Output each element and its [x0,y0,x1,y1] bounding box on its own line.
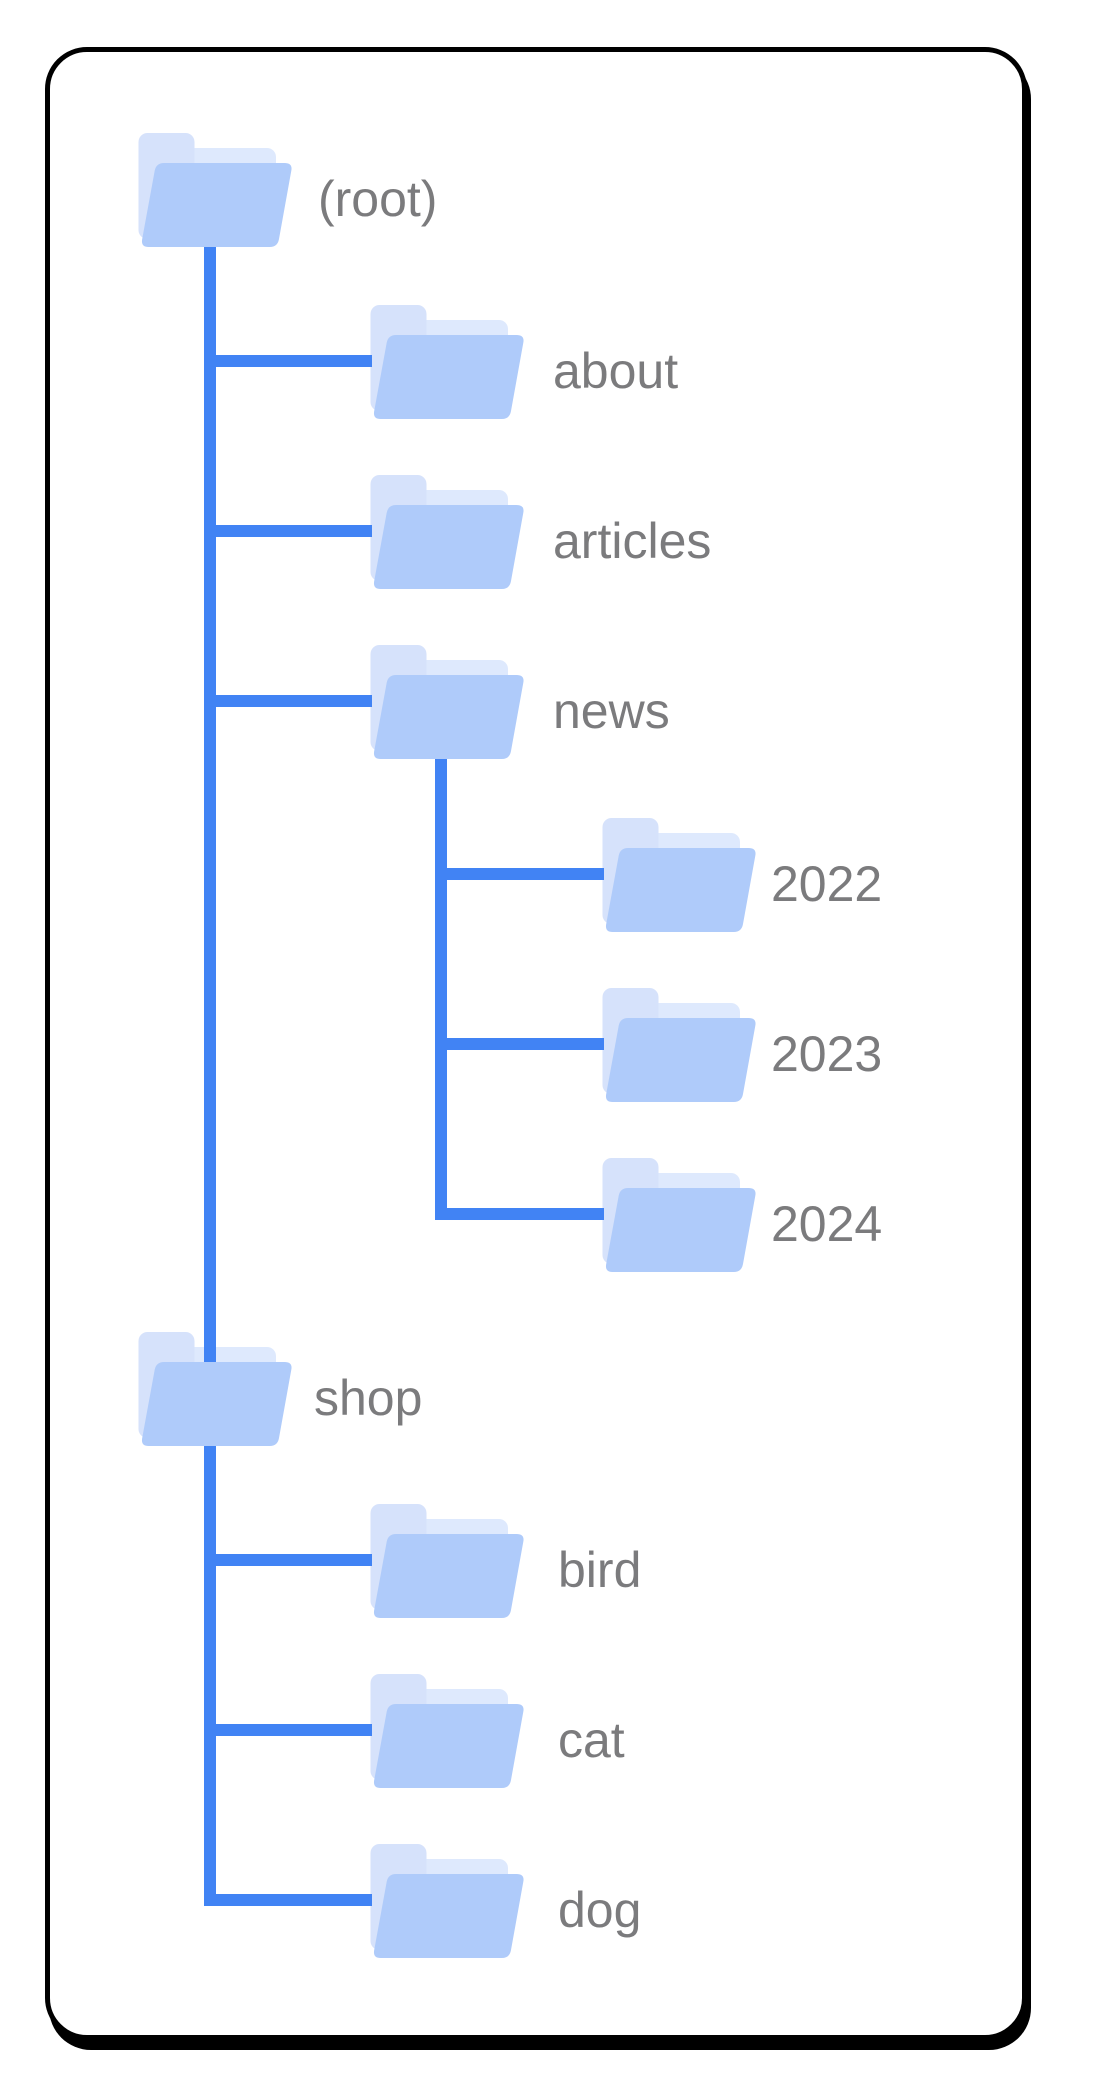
connector-trunk-root [204,247,216,1906]
folder-front-panel [373,1704,524,1788]
folder-label-y2024: 2024 [771,1196,883,1252]
folder-label-dog: dog [558,1882,642,1938]
folder-icon-shop [141,1362,292,1446]
folder-front-panel [141,1362,292,1446]
connector-branch-cat [204,1724,372,1736]
folder-front-panel [373,1534,524,1618]
folder-label-cat: cat [558,1712,625,1768]
folder-label-articles: articles [553,513,712,569]
folder-icon-y2022 [605,848,756,932]
connector-branch-2022 [435,868,604,880]
connector-branch-dog [204,1894,372,1906]
folder-front-panel [141,163,292,247]
connector-branch-about [204,355,372,367]
folder-label-about: about [553,343,679,399]
folder-icon-root [141,163,292,247]
folder-icon-about [373,335,524,419]
folder-icon-articles [373,505,524,589]
folder-icon-news [373,675,524,759]
folder-icon-dog [373,1874,524,1958]
folder-label-y2023: 2023 [771,1026,883,1082]
folder-label-y2022: 2022 [771,856,883,912]
folder-label-bird: bird [558,1542,642,1598]
folder-front-panel [373,675,524,759]
folder-front-panel [605,1188,756,1272]
folder-front-panel [605,1018,756,1102]
folder-icon-cat [373,1704,524,1788]
folder-icon-y2023 [605,1018,756,1102]
folder-label-news: news [553,683,670,739]
folder-front-panel [605,848,756,932]
connector-branch-bird [204,1554,372,1566]
folder-icon-bird [373,1534,524,1618]
folder-label-shop: shop [314,1370,423,1426]
folder-front-panel [373,335,524,419]
folder-front-panel [373,1874,524,1958]
folder-label-root: (root) [318,171,438,227]
folder-front-panel [373,505,524,589]
folder-icon-y2024 [605,1188,756,1272]
connector-branch-news [204,695,372,707]
connector-branch-2024 [435,1208,604,1220]
connector-branch-articles [204,525,372,537]
connector-trunk-news [435,759,447,1220]
connector-branch-2023 [435,1038,604,1050]
